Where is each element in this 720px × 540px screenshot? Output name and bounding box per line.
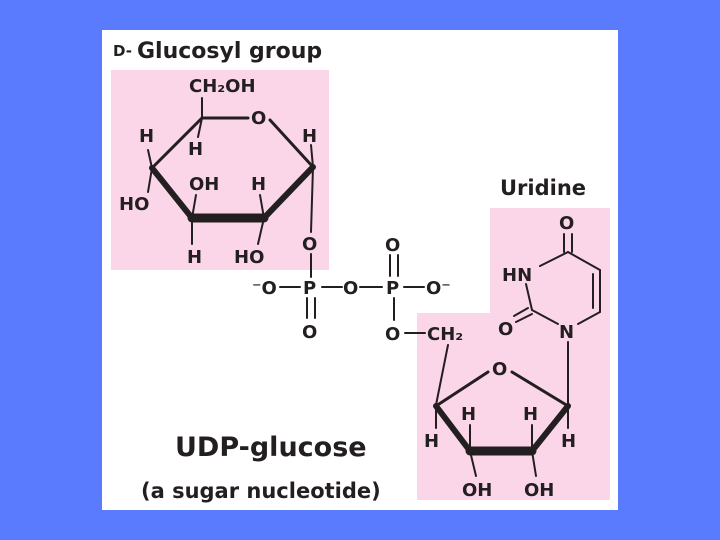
ribose-oh-c2: OH: [524, 480, 554, 501]
glucose-h-c2: H: [251, 174, 266, 195]
p2-o-minus: O⁻: [426, 278, 451, 299]
bond-c4-c3r: [433, 403, 473, 454]
glucose-oh-c3: OH: [189, 174, 219, 195]
p2-top-oxygen: O: [385, 235, 400, 256]
bond-c3-oh-down: [469, 450, 477, 477]
glucose-h-c5: H: [188, 139, 203, 160]
glucosyl-highlight: [111, 70, 329, 270]
uridine-highlight: [417, 208, 610, 500]
bond-c2-o-b: [513, 307, 529, 317]
p2-bottom-oxygen: O: [385, 324, 400, 345]
glucose-ch2oh: CH₂OH: [189, 76, 256, 97]
glucose-ring-o: O: [251, 108, 266, 129]
compound-subtitle: (a sugar nucleotide): [141, 479, 381, 503]
glucose-ho-c4: HO: [119, 194, 149, 215]
phosphorus-1: P: [303, 278, 316, 299]
bond-c2-ho: [257, 217, 265, 245]
bond-c4-h: [147, 149, 153, 169]
bond-n3-c2: [525, 283, 533, 311]
glucose-ring-bonds: [147, 97, 316, 245]
uracil-bonds: [513, 233, 601, 407]
bond-c2-c1: [261, 164, 316, 221]
ribose-ring-bonds: [433, 370, 571, 477]
bond-c4-c5: [567, 251, 601, 271]
glucose-h-c1: H: [302, 126, 317, 147]
ribose-oh-c3: OH: [462, 480, 492, 501]
glucosyl-prefix: D-: [113, 42, 132, 60]
bond-c2-h: [259, 194, 265, 219]
bond-c1-h: [310, 144, 314, 168]
bond-c2-c1r: [529, 403, 571, 454]
bond-o-c1: [268, 118, 315, 169]
compound-name: UDP-glucose: [175, 432, 367, 463]
ribose-h-c3: H: [461, 404, 476, 425]
ribose-h-c2: H: [523, 404, 538, 425]
bond-ch2-ribose: [435, 344, 449, 406]
bond-c2-oh-down: [531, 450, 537, 477]
bond-c3-oh: [191, 194, 197, 219]
bridge-oxygen: O: [302, 234, 317, 255]
ribose-ch2: CH₂: [427, 324, 463, 345]
uracil-c4-oxygen: O: [559, 213, 574, 234]
uracil-n1: N: [559, 322, 574, 343]
bond-c5-c4: [150, 116, 204, 170]
uridine-title: Uridine: [500, 176, 586, 200]
glucosyl-group-title: Glucosyl group: [137, 39, 322, 64]
glucose-h-c3: H: [187, 247, 202, 268]
phosphorus-2: P: [386, 278, 399, 299]
bond-c4-n3: [539, 251, 569, 267]
bond-o-c1r: [510, 370, 570, 408]
bond-c4-ho: [147, 167, 153, 193]
diphosphate-bonds: [279, 253, 449, 406]
uracil-c2-oxygen: O: [498, 319, 513, 340]
ribose-h-c1: H: [561, 431, 576, 452]
bond-c6-n1: [577, 311, 601, 325]
bridging-oxygen-mid: O: [343, 278, 358, 299]
bond-c2-o-a: [515, 313, 533, 323]
glucose-h-c4: H: [139, 126, 154, 147]
bond-c2-n1: [531, 309, 559, 325]
bond-c1-o: [310, 166, 314, 233]
glucose-ho-c2: HO: [234, 247, 264, 268]
ribose-h-c4: H: [424, 431, 439, 452]
p1-o-minus: ⁻O: [252, 278, 277, 299]
bond-c4-o: [434, 370, 490, 408]
ribose-ring-o: O: [492, 359, 507, 380]
p1-bottom-oxygen: O: [302, 322, 317, 343]
bond-c4-c3: [149, 165, 195, 221]
bond-c5-h: [197, 117, 203, 138]
uracil-hn: HN: [502, 265, 532, 286]
